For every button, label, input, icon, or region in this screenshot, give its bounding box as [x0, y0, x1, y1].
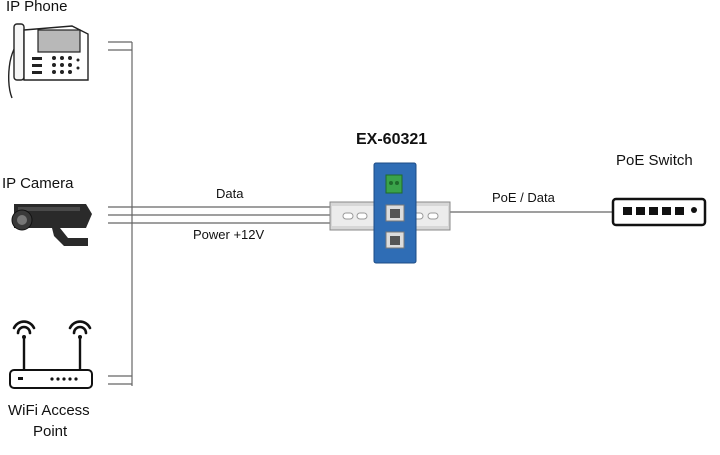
wifi-label-line2: Point	[33, 423, 68, 440]
data-link-label: Data	[216, 186, 244, 201]
ip-camera-label: IP Camera	[2, 175, 74, 192]
power-link-label: Power +12V	[193, 227, 265, 242]
poe-switch-label: PoE Switch	[616, 152, 693, 169]
wifi-router-icon	[9, 320, 93, 389]
injector-label: EX-60321	[356, 131, 428, 148]
bus-cabling	[108, 41, 133, 386]
ip-phone-icon	[7, 23, 89, 99]
injector-module	[373, 162, 417, 264]
poe-switch-icon	[611, 197, 707, 227]
poe-link-label: PoE / Data	[492, 190, 555, 205]
ip-camera-icon	[11, 204, 92, 246]
data-power-lines	[108, 206, 330, 224]
ip-phone-label: IP Phone	[6, 0, 68, 15]
wifi-label-line1: WiFi Access	[8, 402, 90, 419]
